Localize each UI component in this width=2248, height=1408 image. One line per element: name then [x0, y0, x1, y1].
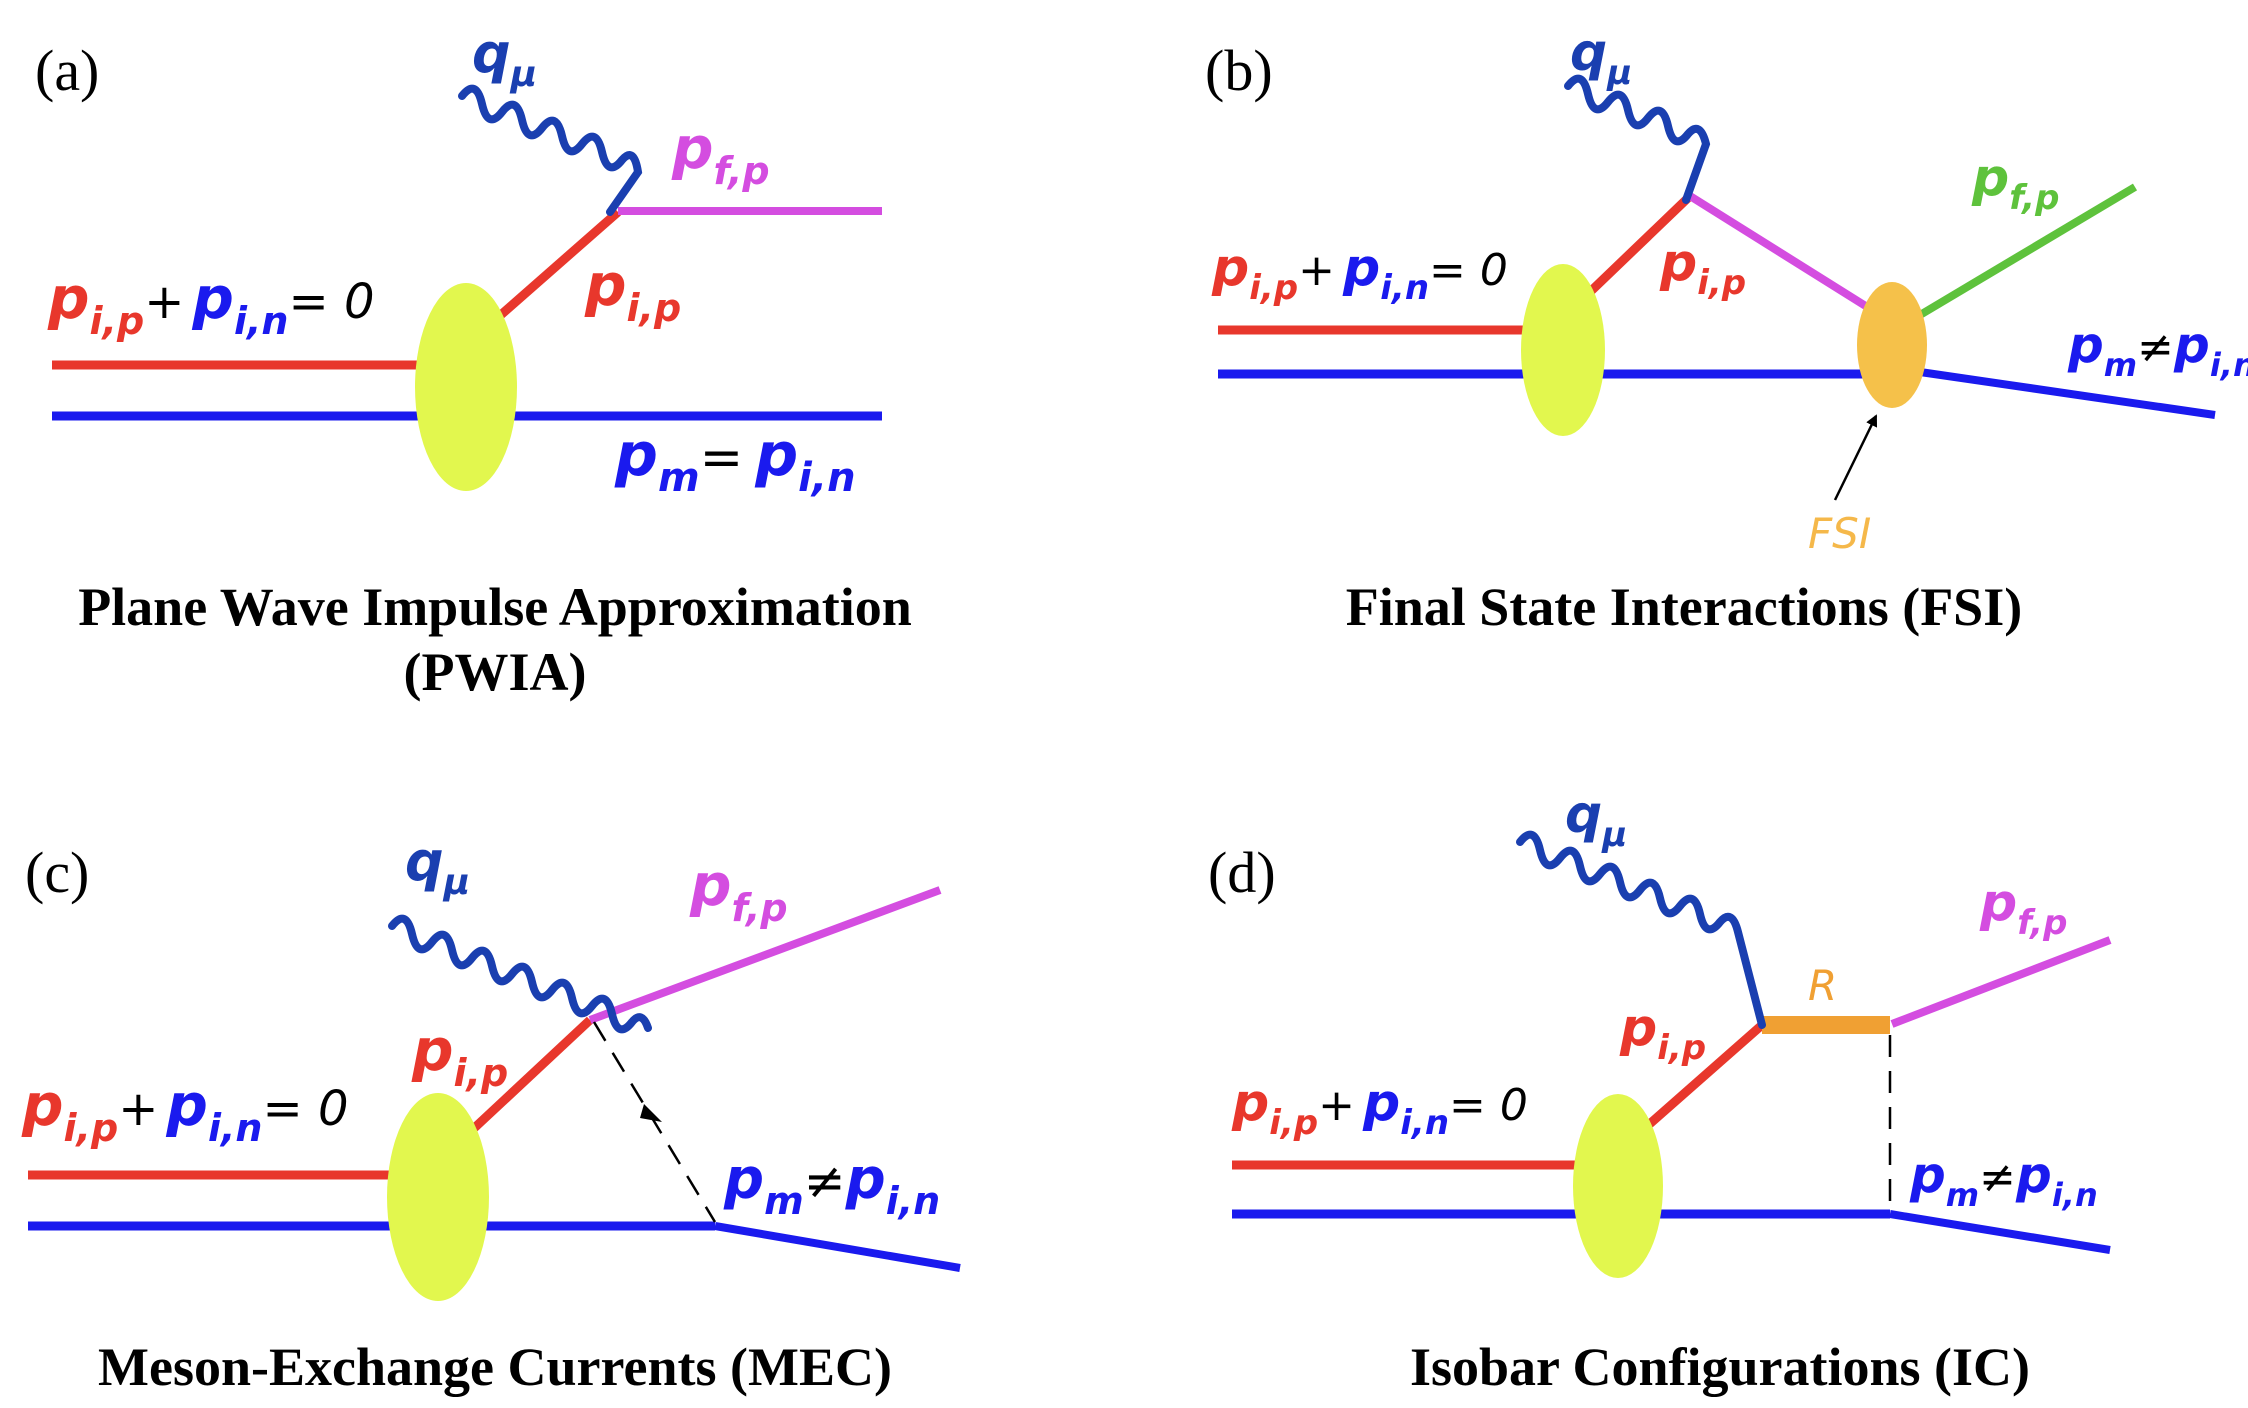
panel-c-pm-label: pm≠pi,n	[723, 1147, 940, 1223]
panel-d-outgoing-neutron	[1889, 1210, 2111, 1254]
panel-c-pip-label: pi,p	[411, 1016, 508, 1095]
panel-d-tag: (d)	[1208, 840, 1276, 905]
panel-c-struck-proton	[466, 1016, 594, 1136]
panel-d-pm-label: pm≠pi,n	[1909, 1146, 2098, 1214]
panel-d: (d) R qμ pf,p pi,p pi,p+pi,n= 0 pm≠pi,n …	[1208, 785, 2112, 1397]
panel-b-outgoing-proton	[1912, 183, 2138, 322]
panel-b-fsi-blob	[1857, 282, 1927, 408]
panel-a-pip-label: pi,p	[584, 251, 681, 330]
panel-c-nucleus-blob	[387, 1093, 489, 1301]
panel-d-caption: Isobar Configurations (IC)	[1410, 1337, 2030, 1397]
panel-d-photon	[1516, 830, 1766, 1029]
panel-b-sum-label: pi,p+pi,n= 0	[1211, 238, 1508, 308]
panel-d-q-label: qμ	[1565, 785, 1627, 855]
panel-a-caption-line1: Plane Wave Impulse Approximation	[78, 577, 912, 637]
panel-b-fsi-label: FSI	[1808, 509, 1871, 558]
panel-a-pm-label: pm=pi,n	[614, 420, 856, 501]
panel-d-pip-label: pi,p	[1619, 998, 1706, 1068]
panel-d-nucleus-blob	[1573, 1094, 1663, 1278]
panel-a-nucleus-blob	[415, 283, 517, 491]
panel-b-intermediate-proton	[1687, 192, 1875, 314]
panel-a-struck-proton	[492, 208, 621, 324]
panel-b-pip-label: pi,p	[1659, 233, 1746, 303]
panel-b-pf-label: pf,p	[1971, 148, 2059, 218]
panel-a-tag: (a)	[35, 38, 99, 103]
panel-d-sum-label: pi,p+pi,n= 0	[1231, 1073, 1528, 1143]
panel-c-pf-label: pf,p	[689, 851, 788, 930]
panel-c-outgoing-neutron	[714, 1222, 961, 1272]
panel-c-photon	[388, 914, 652, 1034]
panel-c-meson-arrow	[640, 1104, 662, 1122]
panel-c-q-label: qμ	[405, 830, 470, 903]
panel-d-struck-proton	[1642, 1021, 1765, 1132]
panel-a-sum-label: pi,p+pi,n= 0	[47, 264, 374, 343]
panel-d-r-label: R	[1808, 961, 1837, 1010]
panel-b-nucleus-blob	[1521, 264, 1605, 436]
panel-a-caption-line2: (PWIA)	[404, 642, 587, 702]
panel-a-q-label: qμ	[472, 22, 537, 95]
panel-c-outgoing-proton	[588, 886, 942, 1024]
panel-b-outgoing-neutron	[1919, 368, 2216, 419]
panel-b-caption: Final State Interactions (FSI)	[1346, 577, 2022, 637]
panel-c-tag: (c)	[25, 840, 89, 905]
panel-a: (a) qμ pf,p pi,p pi,p+pi,n= 0 pm=pi,n Pl…	[35, 22, 912, 702]
panel-a-pf-label: pf,p	[671, 114, 770, 193]
panel-b-fsi-arrow	[1833, 414, 1878, 501]
panel-d-outgoing-proton	[1890, 936, 2112, 1028]
panel-b-q-label: qμ	[1570, 23, 1632, 93]
panel-c-meson-line	[592, 1021, 717, 1223]
panel-b-struck-proton	[1586, 192, 1694, 296]
panel-b-tag: (b)	[1205, 38, 1273, 103]
panel-c-sum-label: pi,p+pi,n= 0	[21, 1071, 348, 1150]
panel-b: (b) FSI qμ pf,p pi,p pi,p+pi,n= 0 pm≠pi,…	[1205, 23, 2248, 637]
panel-a-photon	[458, 84, 643, 216]
panel-c: (c) qμ pf,p pi,p pi,p+pi,n= 0 pm≠pi,n Me…	[21, 830, 961, 1397]
panel-c-caption: Meson-Exchange Currents (MEC)	[98, 1337, 892, 1397]
panel-b-pm-label: pm≠pi,n	[2067, 316, 2248, 384]
panel-d-pf-label: pf,p	[1979, 873, 2067, 943]
panel-b-photon	[1564, 74, 1711, 204]
